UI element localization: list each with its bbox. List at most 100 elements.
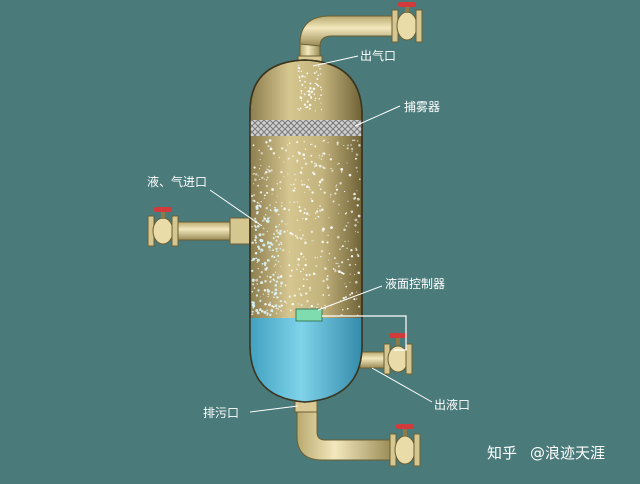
droplet xyxy=(340,277,342,279)
droplet xyxy=(351,147,354,150)
droplet xyxy=(299,171,303,174)
droplet xyxy=(297,66,301,70)
valve-handle-icon[interactable] xyxy=(396,424,414,429)
droplet xyxy=(334,269,337,273)
label-inlet: 液、气进口 xyxy=(147,174,207,189)
droplet xyxy=(324,307,326,310)
droplet xyxy=(339,181,342,185)
droplet xyxy=(301,183,304,186)
droplet xyxy=(303,103,307,106)
droplet xyxy=(304,258,307,261)
droplet xyxy=(303,141,305,143)
droplet xyxy=(341,271,344,275)
droplet xyxy=(266,168,268,170)
droplet xyxy=(358,178,361,181)
droplet xyxy=(306,185,309,188)
valve-handle-icon[interactable] xyxy=(398,2,416,7)
droplet xyxy=(280,170,283,174)
droplet xyxy=(315,210,319,213)
droplet xyxy=(267,217,270,219)
droplet xyxy=(274,291,278,295)
droplet xyxy=(271,304,274,308)
droplet xyxy=(314,97,317,100)
droplet xyxy=(305,212,309,215)
droplet xyxy=(277,255,280,257)
droplet xyxy=(256,225,260,228)
droplet xyxy=(320,249,324,253)
gas-outlet-valve[interactable] xyxy=(391,2,423,43)
droplet xyxy=(296,159,299,162)
droplet xyxy=(354,224,357,227)
droplet xyxy=(355,231,357,233)
droplet xyxy=(310,90,314,93)
droplet xyxy=(252,258,255,261)
droplet xyxy=(254,228,258,232)
droplet xyxy=(254,236,258,239)
droplet xyxy=(256,311,260,315)
droplet xyxy=(302,255,305,258)
droplet xyxy=(322,294,324,297)
droplet xyxy=(255,257,257,260)
droplet xyxy=(290,183,292,186)
droplet xyxy=(266,275,269,278)
droplet xyxy=(283,230,286,233)
drain-pipe xyxy=(294,397,393,461)
droplet xyxy=(296,268,298,271)
droplet xyxy=(276,296,279,299)
droplet xyxy=(274,263,277,266)
droplet xyxy=(286,230,288,232)
droplet xyxy=(305,275,308,277)
valve-handle-icon[interactable] xyxy=(389,333,407,338)
droplet xyxy=(327,234,329,236)
droplet xyxy=(348,263,352,267)
droplet xyxy=(354,263,357,266)
drain-valve[interactable] xyxy=(389,424,421,467)
valve-handle-icon[interactable] xyxy=(154,207,172,212)
droplet xyxy=(275,229,279,233)
droplet xyxy=(304,191,306,193)
liquid-outlet-valve[interactable] xyxy=(383,333,413,375)
droplet xyxy=(289,274,292,278)
droplet xyxy=(267,293,270,295)
droplet xyxy=(299,79,302,82)
droplet xyxy=(341,308,344,311)
droplet xyxy=(281,147,284,150)
droplet xyxy=(347,221,349,224)
droplet xyxy=(308,286,312,290)
droplet xyxy=(304,263,307,267)
inlet-valve[interactable] xyxy=(147,207,179,247)
droplet xyxy=(281,243,283,245)
droplet xyxy=(279,275,283,278)
droplet xyxy=(264,194,266,197)
droplet xyxy=(274,304,278,307)
droplet xyxy=(277,260,280,263)
droplet xyxy=(271,291,274,294)
droplet xyxy=(251,313,254,316)
droplet xyxy=(357,221,359,223)
droplet xyxy=(322,140,324,142)
droplet xyxy=(283,176,285,178)
droplet xyxy=(269,209,272,211)
droplet xyxy=(256,283,258,285)
droplet xyxy=(254,239,257,242)
droplet xyxy=(303,183,306,186)
label-demister: 捕雾器 xyxy=(404,99,440,114)
droplet xyxy=(318,164,320,166)
droplet xyxy=(252,172,255,175)
droplet xyxy=(349,293,352,296)
droplet xyxy=(355,298,358,300)
droplet xyxy=(272,249,275,252)
droplet xyxy=(300,70,303,73)
droplet xyxy=(297,263,300,266)
droplet xyxy=(290,232,293,235)
droplet xyxy=(300,90,303,92)
droplet xyxy=(298,206,301,209)
droplet xyxy=(293,173,296,176)
droplet xyxy=(310,96,313,99)
droplet xyxy=(251,290,254,293)
droplet xyxy=(292,189,295,192)
droplet xyxy=(256,258,260,262)
droplet xyxy=(255,309,259,312)
droplet xyxy=(266,176,269,179)
